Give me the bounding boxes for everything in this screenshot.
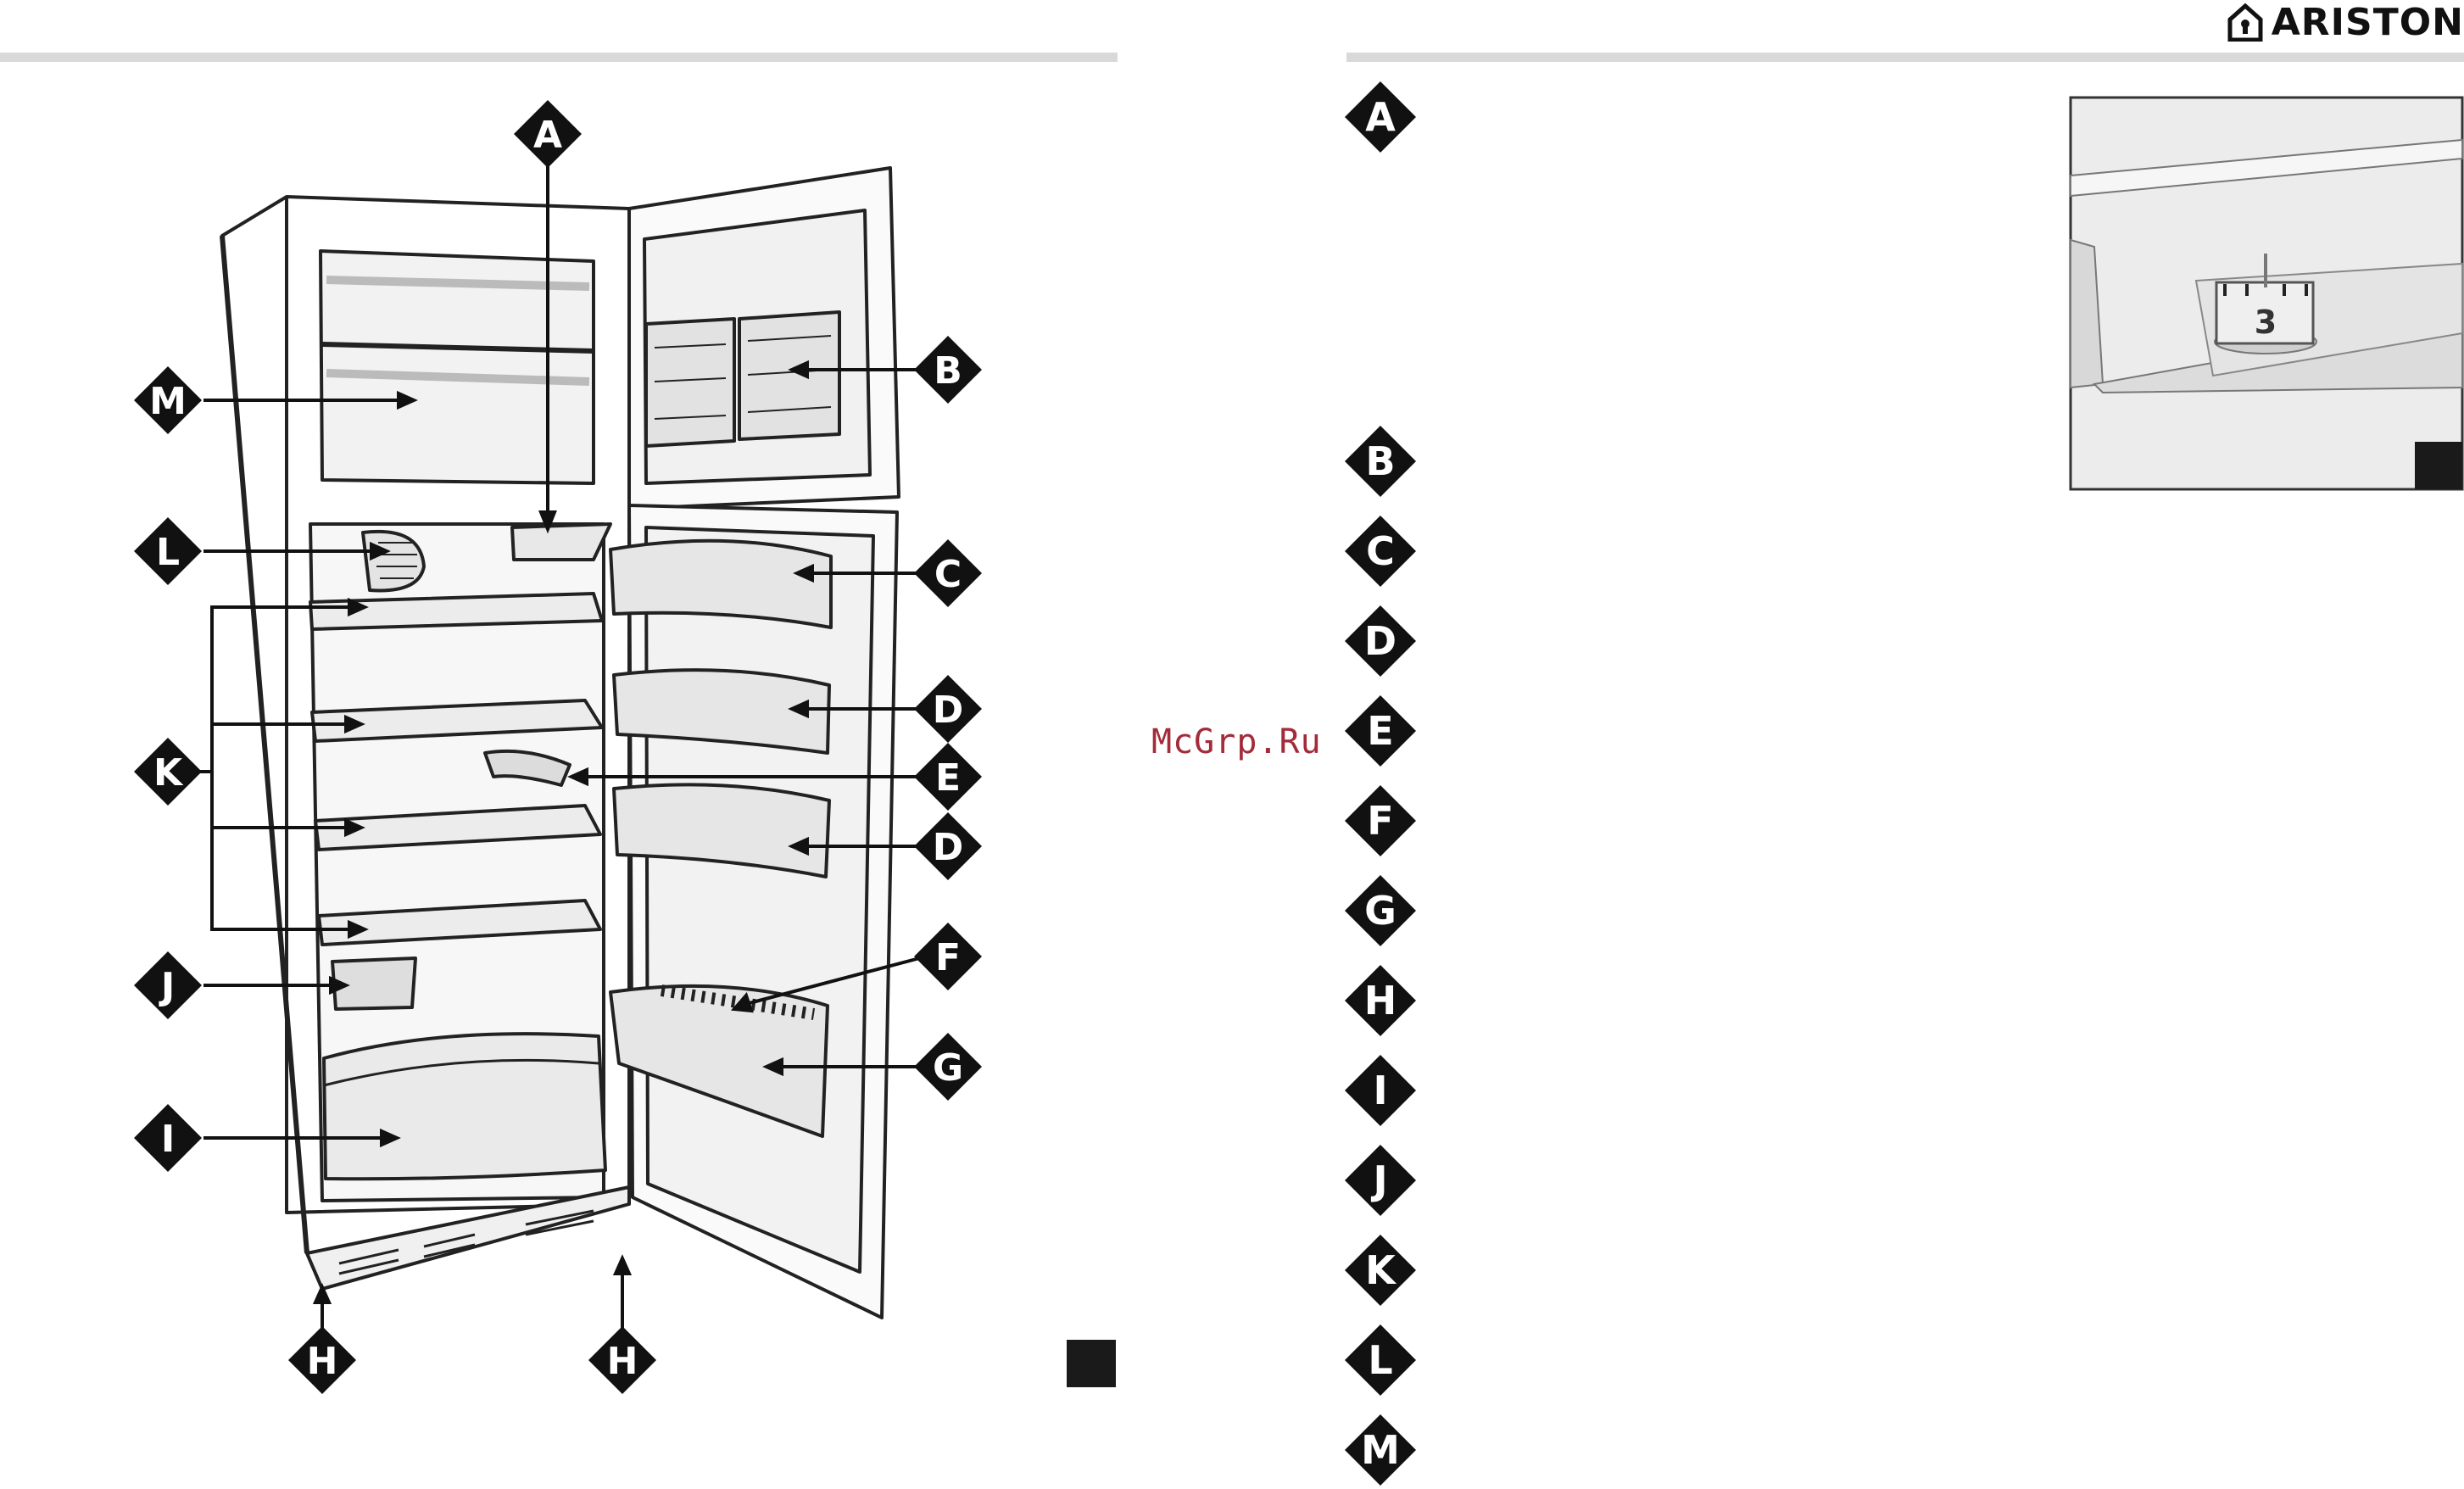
legend-marker-label: L (1368, 1337, 1393, 1383)
diagram-marker-h: H (288, 1326, 356, 1394)
diagram-marker-label: C (934, 553, 962, 596)
legend-marker-a: A (1341, 78, 1419, 156)
diagram-markers: A B M L C D K ED F J G I H H (134, 100, 982, 1394)
page-marker (1067, 1340, 1116, 1387)
house-logo-icon (2227, 3, 2263, 42)
shelf-3 (314, 804, 602, 851)
egg-rack-left (644, 317, 736, 448)
diagram-marker-label: G (933, 1046, 963, 1090)
diagram-marker-label: J (159, 965, 175, 1008)
legend-marker-d: D (1341, 602, 1419, 680)
legend-marker-label: G (1364, 888, 1396, 934)
shelf-2 (310, 699, 604, 743)
diagram-marker-label: K (153, 751, 184, 795)
header-rule-left (0, 53, 1118, 62)
diagram-marker-label: I (161, 1118, 175, 1161)
bottle-bin (609, 984, 829, 1138)
legend-marker-label: J (1373, 1157, 1388, 1203)
diagram-marker-g: G (914, 1033, 982, 1101)
fridge-left-wall (220, 235, 309, 1254)
diagram-marker-h: H (588, 1326, 656, 1394)
diagram-marker-c: C (914, 539, 982, 607)
egg-rack-right (738, 310, 841, 441)
thermostat-dial-value: 3 (2255, 304, 2277, 341)
diagram-marker-j: J (134, 951, 202, 1019)
legend-marker-m: M (1341, 1411, 1419, 1489)
thermostat-unit (510, 522, 612, 561)
shelf-1 (309, 592, 604, 631)
legend-marker-label: C (1366, 528, 1395, 574)
diagram-marker-label: L (156, 531, 180, 574)
brand-logo: ARISTON (2226, 0, 2464, 44)
legend-marker-label: K (1365, 1247, 1396, 1293)
legend-marker-g: G (1341, 872, 1419, 950)
legend-marker-label: D (1363, 618, 1397, 664)
door-bin-top (609, 538, 833, 629)
diagram-marker-f: F (914, 923, 982, 990)
watermark: McGrp.Ru (1151, 722, 1322, 761)
legend-marker-label: H (1363, 978, 1397, 1023)
legend-marker-l: L (1341, 1321, 1419, 1399)
diagram-marker-l: L (134, 517, 202, 585)
diagram-marker-d: D (914, 675, 982, 743)
diagram-marker-label: B (934, 349, 962, 393)
legend-marker-label: A (1365, 94, 1396, 140)
door-bin-lower (612, 783, 831, 878)
diagram-marker-label: M (149, 380, 187, 423)
legend-marker-label: B (1365, 438, 1396, 484)
header-rule-right (1346, 53, 2464, 62)
diagram-marker-a: A (514, 100, 582, 168)
legend-marker-i: I (1341, 1051, 1419, 1129)
legend-marker-label: M (1361, 1427, 1400, 1473)
legend-marker-label: I (1373, 1068, 1388, 1113)
legend-marker-label: E (1367, 708, 1394, 754)
legend-marker-k: K (1341, 1231, 1419, 1309)
legend-marker-f: F (1341, 782, 1419, 860)
diagram-marker-label: E (935, 756, 961, 800)
egg-tray (483, 749, 571, 787)
legend-marker-c: C (1341, 512, 1419, 590)
legend-marker-label: F (1367, 798, 1394, 844)
diagram-marker-label: D (933, 826, 964, 869)
ice-tray (331, 956, 417, 1011)
diagram-marker-k: K (134, 738, 202, 806)
shelf-4 (317, 899, 602, 946)
legend-marker-b: B (1341, 422, 1419, 500)
thermostat-detail: 3 (2069, 96, 2464, 491)
diagram-marker-label: H (607, 1340, 638, 1383)
legend-marker-j: J (1341, 1141, 1419, 1219)
fridge-inner-frame (285, 197, 630, 1214)
diagram-marker-label: H (307, 1340, 338, 1383)
diagram-marker-label: D (933, 689, 964, 732)
legend-marker-e: E (1341, 692, 1419, 770)
diagram-marker-e: E (914, 743, 982, 811)
diagram-marker-label: F (935, 936, 961, 979)
freezer-compartment (319, 249, 595, 485)
diagram-marker-m: M (134, 366, 202, 434)
crisper-drawer (322, 1032, 607, 1181)
door-bin-middle (612, 668, 831, 755)
refrigerator-diagram: A B M L C D K ED F J G I H H (134, 100, 982, 1394)
diagram-marker-label: A (533, 114, 562, 157)
diagram-marker-b: B (914, 336, 982, 404)
diagram-marker-d: D (914, 812, 982, 880)
legend-marker-h: H (1341, 962, 1419, 1040)
diagram-marker-i: I (134, 1104, 202, 1172)
brand-name: ARISTON (2271, 0, 2464, 44)
